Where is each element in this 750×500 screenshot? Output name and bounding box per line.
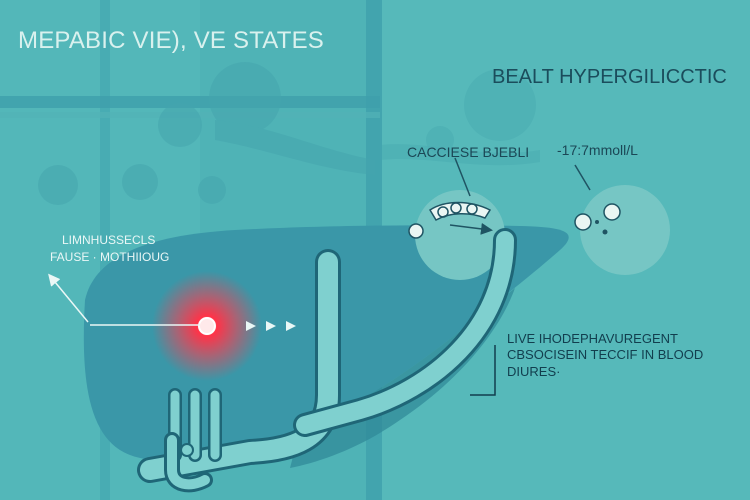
- reading-pointer-line: [574, 164, 591, 191]
- cell-circle-right: [574, 185, 670, 275]
- right-annotation-line-1: LIVE IHODEPHAVUREGENT: [507, 331, 678, 346]
- glucose-reading-label: -17:7mmoll/L: [557, 142, 638, 158]
- cell-circle-left: [408, 190, 505, 280]
- right-annotation-line-3: DIURES·: [507, 364, 561, 379]
- background-silhouettes: [38, 62, 540, 205]
- left-annotation-line-1: LIMNHUSSECLS: [62, 233, 156, 247]
- blood-vessel-tube: [137, 228, 517, 493]
- title-right: BEALT HYPERGILICCTIC: [492, 66, 727, 88]
- left-annotation-line-2: FAUSE · MOTHIIOUG: [50, 250, 170, 264]
- flow-arrows: [246, 321, 296, 331]
- cause-pointer-line: [454, 157, 471, 197]
- right-annotation-bracket: [470, 345, 496, 396]
- right-annotation-line-2: CBSOCISEIN TECCIF IN BLOOD: [507, 347, 704, 362]
- title-left: MEPABIC VIE), VE STATES: [18, 27, 324, 54]
- cause-label: CACCIESE BJEBLI: [407, 144, 530, 160]
- left-annotation-arrow: [48, 273, 89, 323]
- cell-arrow: [449, 222, 493, 235]
- hotspot-center: [198, 317, 216, 335]
